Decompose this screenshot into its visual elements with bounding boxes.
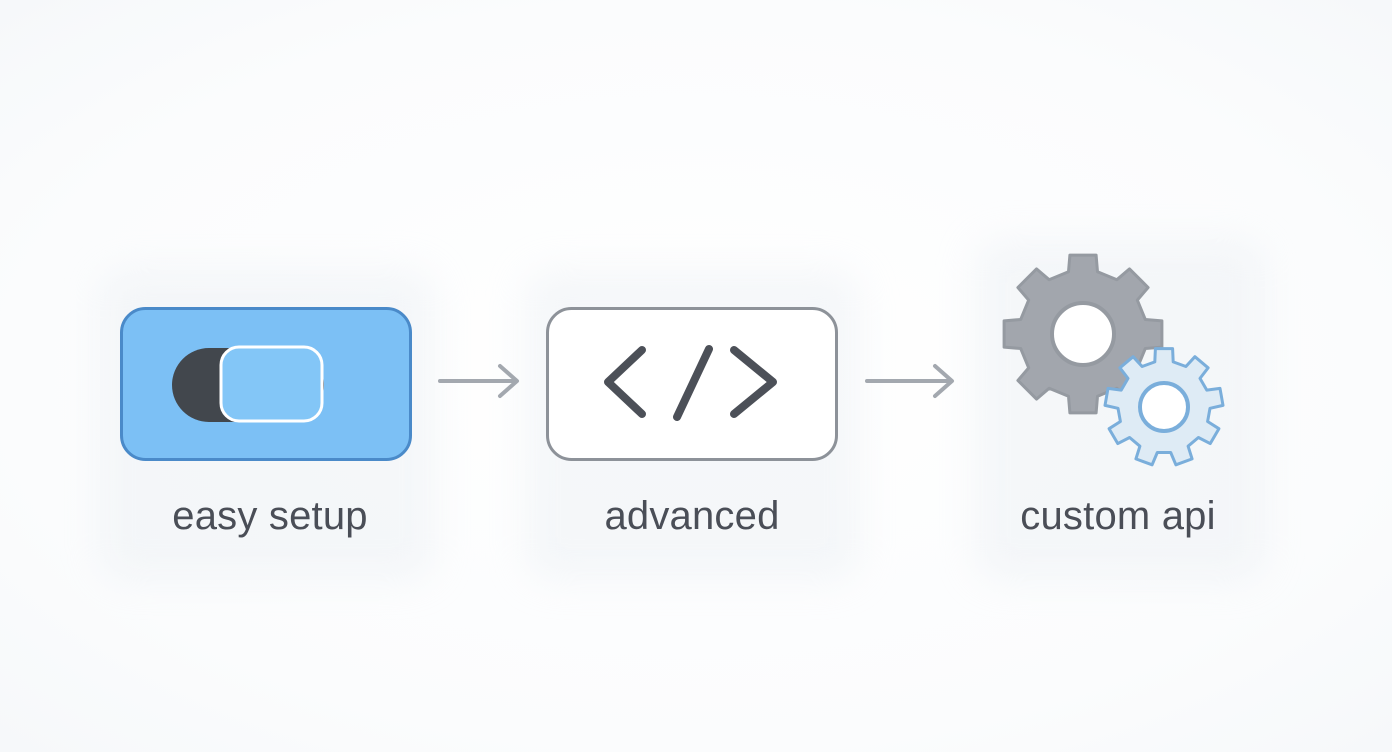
slash-glyph (673, 345, 713, 421)
code-brackets-icon (546, 307, 838, 461)
arrow-right-icon (438, 364, 519, 398)
step-custom-api (990, 250, 1240, 480)
step-label-easy-setup: easy setup (172, 494, 368, 538)
step-label-custom-api: custom api (1020, 494, 1216, 538)
gear-hole (1050, 301, 1116, 367)
small-gear-icon (1103, 347, 1225, 467)
greater-than-glyph (730, 346, 777, 418)
step-advanced (546, 307, 838, 461)
gear-hole (1138, 381, 1190, 433)
toggle-switch-icon (120, 307, 412, 461)
arrow-2 (865, 363, 957, 399)
gears-icon (1002, 253, 1225, 467)
step-easy-setup (120, 307, 412, 461)
arrow-1 (438, 363, 522, 399)
arrow-right-icon (865, 364, 954, 398)
toggle-thumb (219, 345, 324, 423)
step-label-advanced: advanced (604, 494, 780, 538)
less-than-glyph (604, 346, 646, 418)
